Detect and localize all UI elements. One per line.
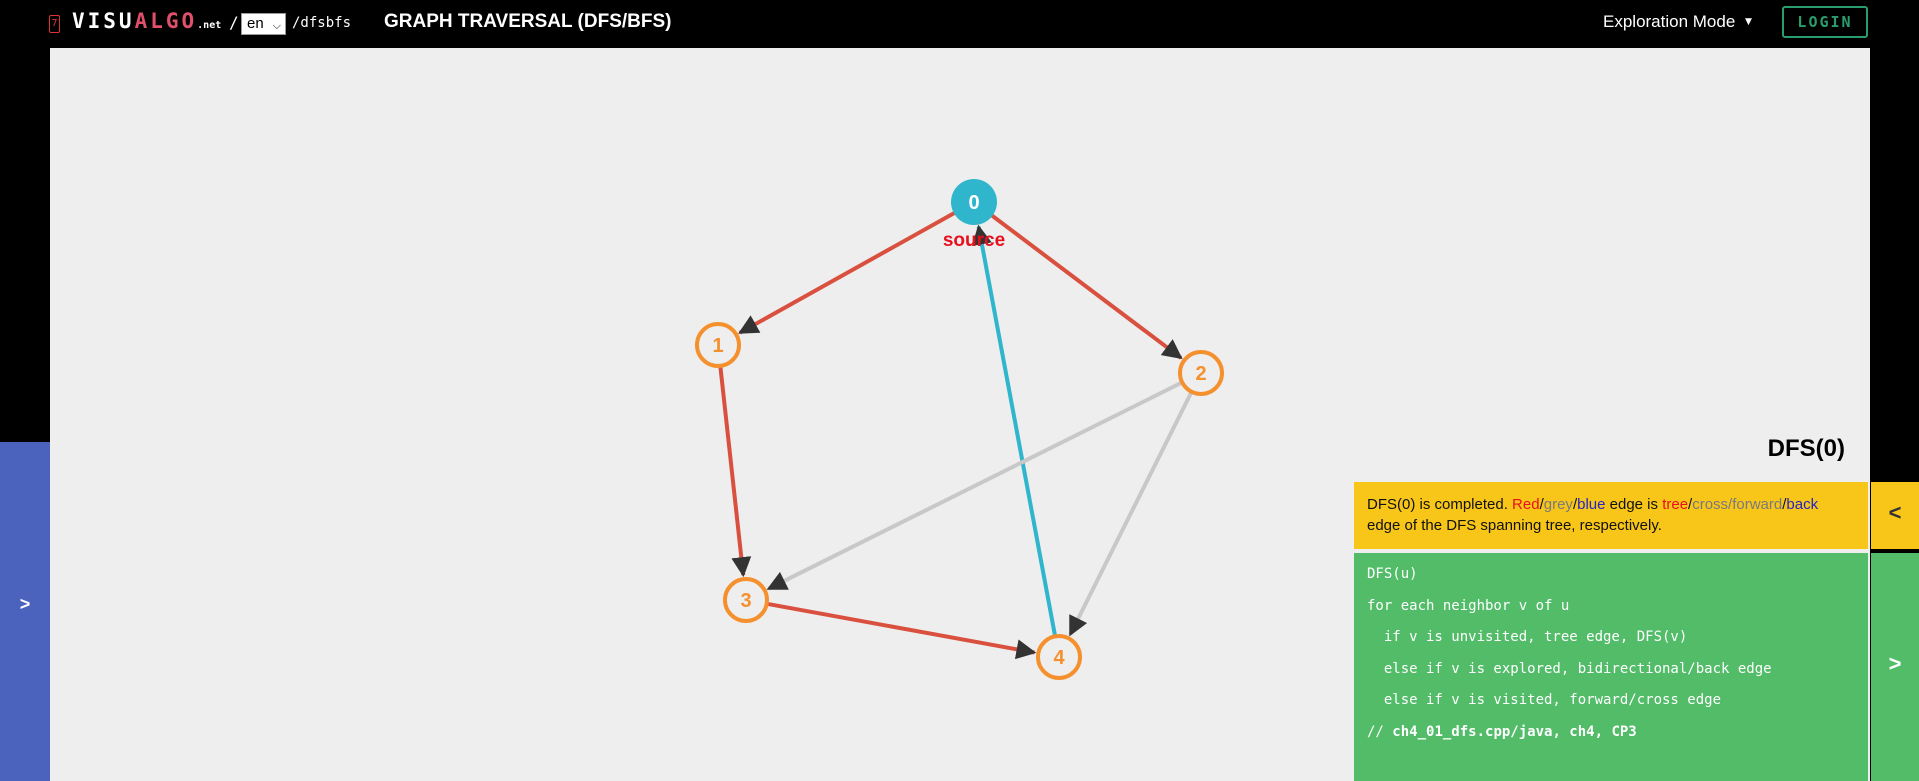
status-sep: / [1782, 496, 1787, 513]
pseudocode-panel: DFS(u) for each neighbor v of u if v is … [1354, 553, 1868, 781]
source-label: source [943, 230, 1005, 251]
chevron-right-icon: > [1888, 651, 1902, 676]
status-message: DFS(0) is completed. Red/grey/blue edge … [1354, 482, 1868, 549]
vertex-3[interactable]: 3 [723, 577, 769, 623]
vertex-circle [951, 179, 997, 225]
left-side-panel[interactable]: > [0, 442, 50, 781]
code-line: for each neighbor v of u [1367, 597, 1570, 614]
code-reference: ch4_01_dfs.cpp/java, ch4, CP3 [1392, 723, 1637, 740]
status-red: Red [1512, 496, 1540, 513]
code-footer-prefix: // [1367, 723, 1393, 740]
logo-algo: ALGO [134, 9, 198, 33]
edge-4-0[interactable] [972, 224, 1057, 636]
code-footer: // ch4_01_dfs.cpp/java, ch4, CP3 [1367, 724, 1855, 756]
status-grey: grey [1543, 496, 1573, 513]
chevron-left-icon: < [1888, 500, 1902, 525]
chevron-down-icon: ⌵ [272, 20, 281, 32]
vertex-label: 4 [1053, 647, 1065, 669]
caret-down-icon[interactable]: ▼ [1745, 17, 1752, 27]
status-tree: tree [1662, 496, 1689, 513]
language-value: en [247, 15, 264, 32]
status-title: DFS(0) [1767, 435, 1845, 462]
logo-badge: 7 [49, 15, 60, 33]
edge-0-1[interactable] [738, 210, 956, 335]
edge-0-2[interactable] [990, 213, 1183, 360]
edge-2-3[interactable] [766, 381, 1183, 591]
vertex-1[interactable]: 1 [695, 322, 741, 368]
edge-2-4[interactable] [1068, 391, 1193, 637]
vertex-4[interactable]: 4 [1036, 634, 1082, 680]
code-line: else if v is visited, forward/cross edge [1367, 692, 1722, 708]
mode-dropdown[interactable]: Exploration Mode [1603, 12, 1736, 31]
visualgo-logo[interactable]: VISUALGO.net [72, 9, 221, 33]
vertex-0[interactable]: 0 [951, 179, 997, 225]
visualization-canvas: 0 1 2 3 4 source [50, 48, 1870, 781]
top-bar: 7 VISUALGO.net / en ⌵ /dfsbfs GRAPH TRAV… [0, 0, 1919, 48]
status-blue: blue [1577, 496, 1606, 513]
edge-3-4[interactable] [767, 601, 1037, 660]
status-mid: edge is [1605, 496, 1663, 513]
status-suffix: edge of the DFS spanning tree, respectiv… [1367, 517, 1662, 534]
status-back: back [1786, 496, 1819, 513]
vertex-label: 3 [740, 590, 751, 612]
code-line: else if v is explored, bidirectional/bac… [1367, 660, 1772, 677]
url-path: /dfsbfs [292, 15, 352, 31]
expand-panel-toggle[interactable]: > [19, 594, 31, 614]
vertex-circle [695, 322, 741, 368]
status-text-prefix: DFS(0) is completed. [1367, 496, 1513, 513]
status-sep: / [1539, 496, 1544, 513]
code-line: if v is unvisited, tree edge, DFS(v) [1367, 629, 1688, 645]
vertex-label: 2 [1195, 363, 1206, 385]
vertex-2[interactable]: 2 [1178, 350, 1224, 396]
vertex-circle [1178, 350, 1224, 396]
vertex-circle [723, 577, 769, 623]
edge-1-3[interactable] [718, 366, 752, 578]
logo-slash: / [229, 13, 239, 32]
logo-visu: VISU [72, 9, 135, 33]
code-collapse-button[interactable]: > [1871, 553, 1919, 781]
logo-net: .net [197, 20, 222, 31]
graph-svg: 0 1 2 3 4 source [695, 179, 1224, 680]
status-collapse-button[interactable]: < [1871, 482, 1919, 549]
vertex-label: 1 [712, 335, 723, 357]
status-cross-forward: cross/forward [1692, 496, 1783, 513]
vertex-label: 0 [968, 192, 979, 214]
status-sep: / [1572, 496, 1578, 513]
page-title: GRAPH TRAVERSAL (DFS/BFS) [384, 11, 672, 32]
status-sep: / [1688, 496, 1693, 513]
vertex-circle [1036, 634, 1082, 680]
code-line: DFS(u) [1367, 566, 1418, 582]
language-select[interactable]: en ⌵ [241, 13, 286, 35]
login-button[interactable]: LOGIN [1782, 6, 1868, 38]
